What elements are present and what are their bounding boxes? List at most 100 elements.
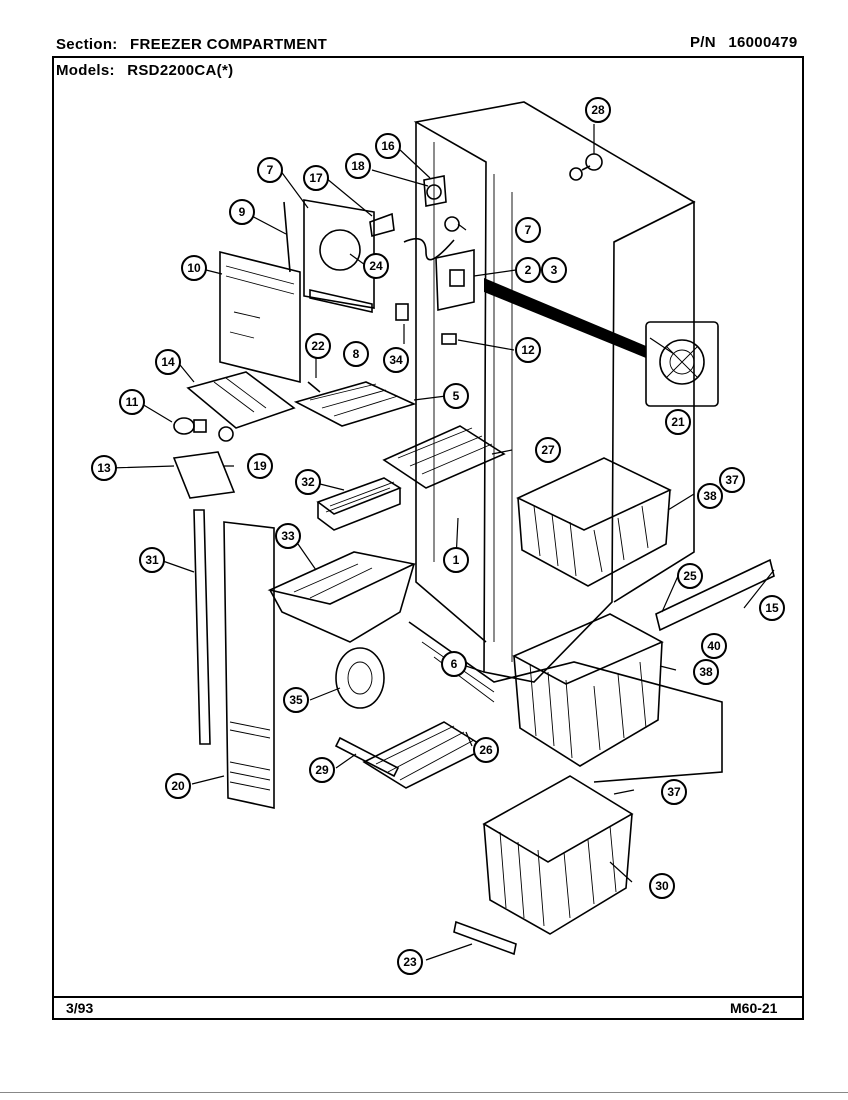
freezer-basket-lower	[512, 613, 664, 767]
callout-14: 14	[155, 349, 181, 375]
svg-text:26: 26	[479, 743, 493, 757]
svg-text:7: 7	[267, 163, 274, 177]
svg-text:35: 35	[289, 693, 303, 707]
svg-text:18: 18	[351, 159, 365, 173]
section-title: FREEZER COMPARTMENT	[130, 36, 328, 53]
callout-24: 24	[363, 253, 389, 279]
callout-33: 33	[275, 523, 301, 549]
basket-rail	[453, 920, 517, 956]
ice-trays	[316, 477, 402, 531]
callout-30: 30	[649, 873, 675, 899]
vertical-trim	[193, 509, 211, 745]
callout-20: 20	[165, 773, 191, 799]
callout-4: 7	[257, 157, 283, 183]
svg-text:29: 29	[315, 763, 329, 777]
pn-label: P/N	[690, 34, 716, 51]
freezer-cabinet	[408, 101, 723, 783]
models-label: Models:	[56, 62, 115, 79]
callout-13: 13	[91, 455, 117, 481]
section-header: Section: FREEZER COMPARTMENT	[56, 36, 327, 53]
callout-32: 32	[295, 469, 321, 495]
svg-text:38: 38	[699, 665, 713, 679]
callout-37-upper: 37	[719, 467, 745, 493]
callout-35: 35	[283, 687, 309, 713]
bottom-rule	[0, 1092, 848, 1093]
part-number-header: P/N 16000479	[690, 34, 798, 51]
svg-text:6: 6	[451, 657, 458, 671]
callout-18: 18	[345, 153, 371, 179]
callout-8: 8	[343, 341, 369, 367]
svg-text:30: 30	[655, 879, 669, 893]
callout-38-lower: 38	[693, 659, 719, 685]
svg-text:5: 5	[453, 389, 460, 403]
svg-text:12: 12	[521, 343, 535, 357]
svg-text:22: 22	[311, 339, 325, 353]
callout-3: 3	[541, 257, 567, 283]
callout-28: 28	[585, 97, 611, 123]
callout-16: 16	[375, 133, 401, 159]
callout-15: 15	[759, 595, 785, 621]
models-header: Models: RSD2200CA(*)	[56, 62, 233, 79]
side-rail	[655, 558, 775, 632]
freezer-basket-upper	[516, 457, 672, 587]
svg-text:33: 33	[281, 529, 295, 543]
date-code: 3/93	[66, 1000, 94, 1016]
damper-control	[369, 175, 455, 261]
ice-bucket	[267, 551, 417, 643]
callout-6: 6	[441, 651, 467, 677]
svg-text:14: 14	[161, 355, 175, 369]
svg-text:10: 10	[187, 261, 201, 275]
air-duct	[219, 250, 301, 384]
svg-text:28: 28	[591, 103, 605, 117]
thermostat-housing	[395, 216, 475, 345]
svg-text:23: 23	[403, 955, 417, 969]
svg-text:25: 25	[683, 569, 697, 583]
wire-shelf-lower	[362, 721, 488, 789]
callout-7: 7	[515, 217, 541, 243]
svg-text:2: 2	[525, 263, 532, 277]
svg-text:15: 15	[765, 601, 779, 615]
callout-17: 17	[303, 165, 329, 191]
callout-11: 11	[119, 389, 145, 415]
section-label: Section:	[56, 36, 118, 53]
callout-2: 2	[515, 257, 541, 283]
svg-text:21: 21	[671, 415, 685, 429]
freezer-basket-bottom	[482, 775, 634, 935]
shelf-rail	[334, 736, 400, 778]
light-socket	[569, 153, 603, 181]
pn-value: 16000479	[728, 34, 798, 51]
evaporator-cover	[303, 199, 375, 314]
svg-text:32: 32	[301, 475, 315, 489]
svg-text:1: 1	[453, 553, 460, 567]
exploded-parts-diagram: 7 9 10 14 11 13 19 31 33 22 17 18 16 24 …	[91, 97, 785, 975]
callout-25: 25	[677, 563, 703, 589]
roller-wheel	[335, 647, 385, 709]
svg-text:40: 40	[707, 639, 721, 653]
svg-text:19: 19	[253, 459, 267, 473]
callout-19: 19	[247, 453, 273, 479]
svg-text:8: 8	[353, 347, 360, 361]
callout-22: 22	[305, 333, 331, 359]
callout-27: 27	[535, 437, 561, 463]
svg-text:24: 24	[369, 259, 383, 273]
svg-text:3: 3	[551, 263, 558, 277]
svg-text:37: 37	[667, 785, 681, 799]
callout-5: 5	[443, 383, 469, 409]
callout-31: 31	[139, 547, 165, 573]
ice-bucket-mount	[186, 371, 296, 429]
diagram-frame	[52, 56, 804, 1020]
svg-text:11: 11	[126, 395, 139, 409]
models-value: RSD2200CA(*)	[127, 62, 234, 79]
svg-text:7: 7	[525, 223, 532, 237]
svg-text:31: 31	[145, 553, 159, 567]
svg-text:38: 38	[703, 489, 717, 503]
svg-text:16: 16	[381, 139, 395, 153]
svg-text:20: 20	[171, 779, 185, 793]
callout-37-lower: 37	[661, 779, 687, 805]
gasket-strip	[283, 201, 291, 273]
wire-shelf-upper	[382, 425, 506, 489]
footer-rule	[52, 996, 804, 998]
ice-shelf	[293, 381, 417, 427]
callout-29: 29	[309, 757, 335, 783]
light-bulb	[173, 417, 234, 442]
